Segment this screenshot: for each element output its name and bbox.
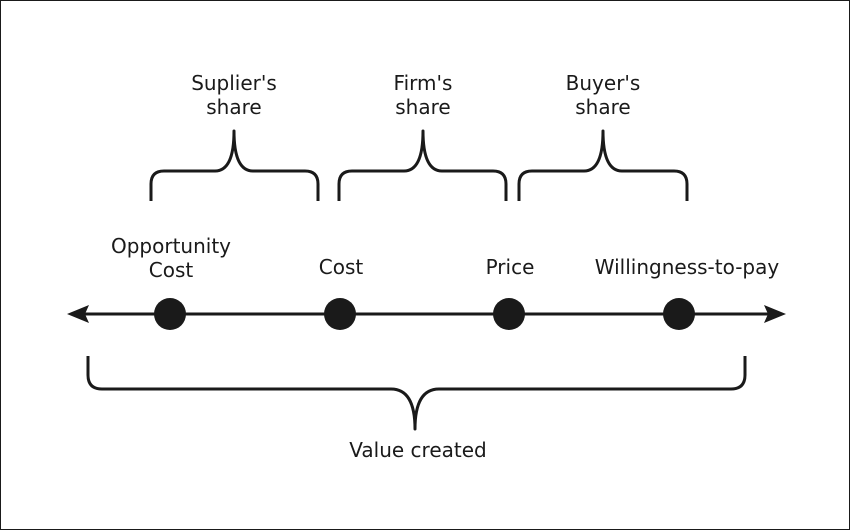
point-willingness-to-pay	[663, 298, 695, 330]
firm-share-label: Firm's share	[393, 71, 453, 119]
buyer-share-brace	[517, 129, 689, 201]
price-label: Price	[485, 255, 535, 279]
firm-share-brace	[337, 129, 508, 201]
willingness-to-pay-label: Willingness-to-pay	[594, 255, 780, 279]
cost-label: Cost	[318, 255, 364, 279]
left-arrowhead	[67, 305, 89, 323]
right-arrowhead	[764, 305, 786, 323]
point-price	[493, 298, 525, 330]
value-created-label: Value created	[349, 438, 487, 462]
point-opportunity-cost	[154, 298, 186, 330]
point-cost	[324, 298, 356, 330]
buyer-share-label: Buyer's share	[565, 71, 641, 119]
supplier-share-label: Suplier's share	[191, 71, 277, 119]
opportunity-cost-label: Opportunity Cost	[110, 234, 232, 282]
supplier-share-brace	[149, 129, 320, 201]
value-created-brace	[86, 356, 747, 431]
